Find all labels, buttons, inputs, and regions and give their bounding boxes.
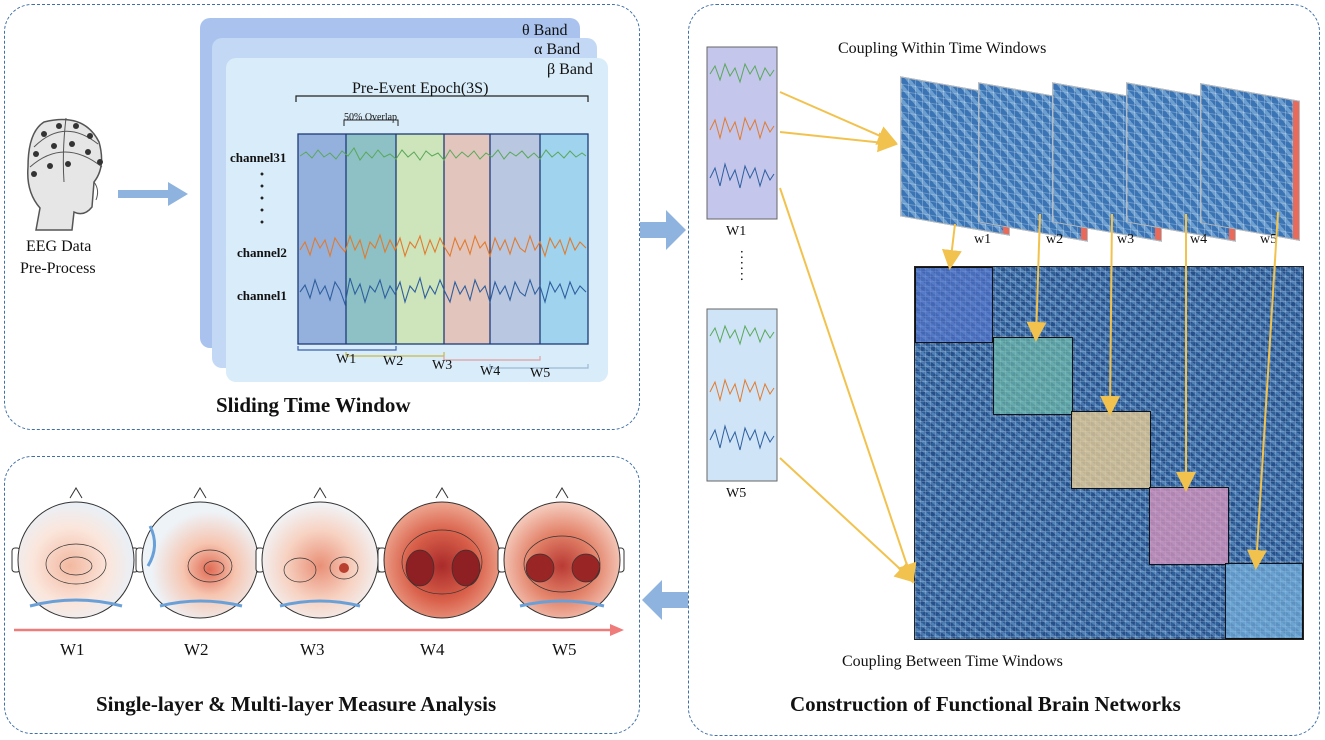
channel31-signal bbox=[299, 147, 587, 161]
window-w1-fill bbox=[298, 134, 346, 344]
matrix-w3-label: w3 bbox=[1117, 232, 1135, 247]
topomap-w3 bbox=[255, 487, 383, 619]
alpha-band-label: α Band bbox=[534, 41, 581, 58]
stack-w5-label: W5 bbox=[726, 486, 747, 501]
topo-w4-label: W4 bbox=[420, 640, 445, 659]
window-w4-fill bbox=[444, 134, 490, 344]
epoch-label: Pre-Event Epoch(3S) bbox=[352, 80, 489, 97]
arrow-left-icon bbox=[642, 580, 688, 620]
window-w6-fill bbox=[540, 134, 588, 344]
sliding-window-title: Sliding Time Window bbox=[216, 393, 411, 417]
topo-w1-label: W1 bbox=[60, 640, 85, 659]
window-w2-label: W2 bbox=[383, 354, 404, 369]
arrow-to-bands-icon bbox=[118, 182, 188, 206]
stack-w1-label: W1 bbox=[726, 224, 747, 239]
eeg-head-icon bbox=[27, 117, 103, 231]
window-w3-label: W3 bbox=[432, 358, 453, 373]
diag-block-w4 bbox=[1149, 487, 1229, 565]
channel1-label: channel1 bbox=[237, 288, 287, 303]
measure-analysis-panel bbox=[4, 456, 640, 734]
measure-analysis-title: Single-layer & Multi-layer Measure Analy… bbox=[96, 692, 497, 716]
topomap-w5 bbox=[497, 487, 625, 619]
overlap-label: 50% Overlap bbox=[344, 112, 398, 123]
brain-network-title: Construction of Functional Brain Network… bbox=[790, 692, 1181, 716]
sliding-window-panel bbox=[4, 4, 640, 430]
matrix-w2-label: w2 bbox=[1046, 232, 1064, 247]
diag-block-w2 bbox=[993, 337, 1073, 415]
matrix-w5-label: w5 bbox=[1260, 232, 1278, 247]
channel1-signal bbox=[299, 276, 587, 307]
stack-dots: ...... bbox=[737, 250, 752, 283]
diag-block-w3 bbox=[1071, 411, 1151, 489]
topomap-row bbox=[11, 487, 625, 619]
brain-network-panel bbox=[688, 4, 1320, 736]
timeline-arrow bbox=[14, 624, 624, 636]
within-coupling-label: Coupling Within Time Windows bbox=[838, 40, 1047, 57]
w5-signal-stack bbox=[706, 308, 778, 482]
beta-band-label: β Band bbox=[547, 61, 593, 78]
matrix-w1-label: w1 bbox=[974, 232, 992, 247]
diag-block-w5 bbox=[1225, 563, 1303, 639]
channel2-signal bbox=[299, 233, 587, 260]
topomap-w4 bbox=[377, 487, 505, 619]
theta-band-label: θ Band bbox=[522, 22, 568, 39]
topomap-w1 bbox=[11, 487, 139, 619]
epoch-diagram bbox=[295, 95, 589, 369]
window-w3-fill bbox=[396, 134, 444, 344]
channel2-label: channel2 bbox=[237, 245, 287, 260]
arrow-right-icon bbox=[640, 210, 686, 250]
window-w5-label: W5 bbox=[530, 366, 551, 381]
w1-signal-stack bbox=[706, 46, 778, 220]
window-w2-fill bbox=[346, 134, 396, 344]
topomap-w2 bbox=[135, 487, 263, 619]
eeg-data-label: EEG Data bbox=[26, 238, 92, 255]
topo-w2-label: W2 bbox=[184, 640, 209, 659]
matrix-w4-label: w4 bbox=[1190, 232, 1208, 247]
channel-ellipsis-dots bbox=[260, 168, 264, 228]
channel31-label: channel31 bbox=[230, 150, 287, 165]
preprocess-label: Pre-Process bbox=[20, 260, 96, 277]
topo-w3-label: W3 bbox=[300, 640, 325, 659]
topo-w5-label: W5 bbox=[552, 640, 577, 659]
supra-adjacency-matrix bbox=[914, 266, 1304, 640]
between-coupling-label: Coupling Between Time Windows bbox=[842, 653, 1063, 670]
window-w4-label: W4 bbox=[480, 364, 501, 379]
window-w1-label: W1 bbox=[336, 352, 357, 367]
